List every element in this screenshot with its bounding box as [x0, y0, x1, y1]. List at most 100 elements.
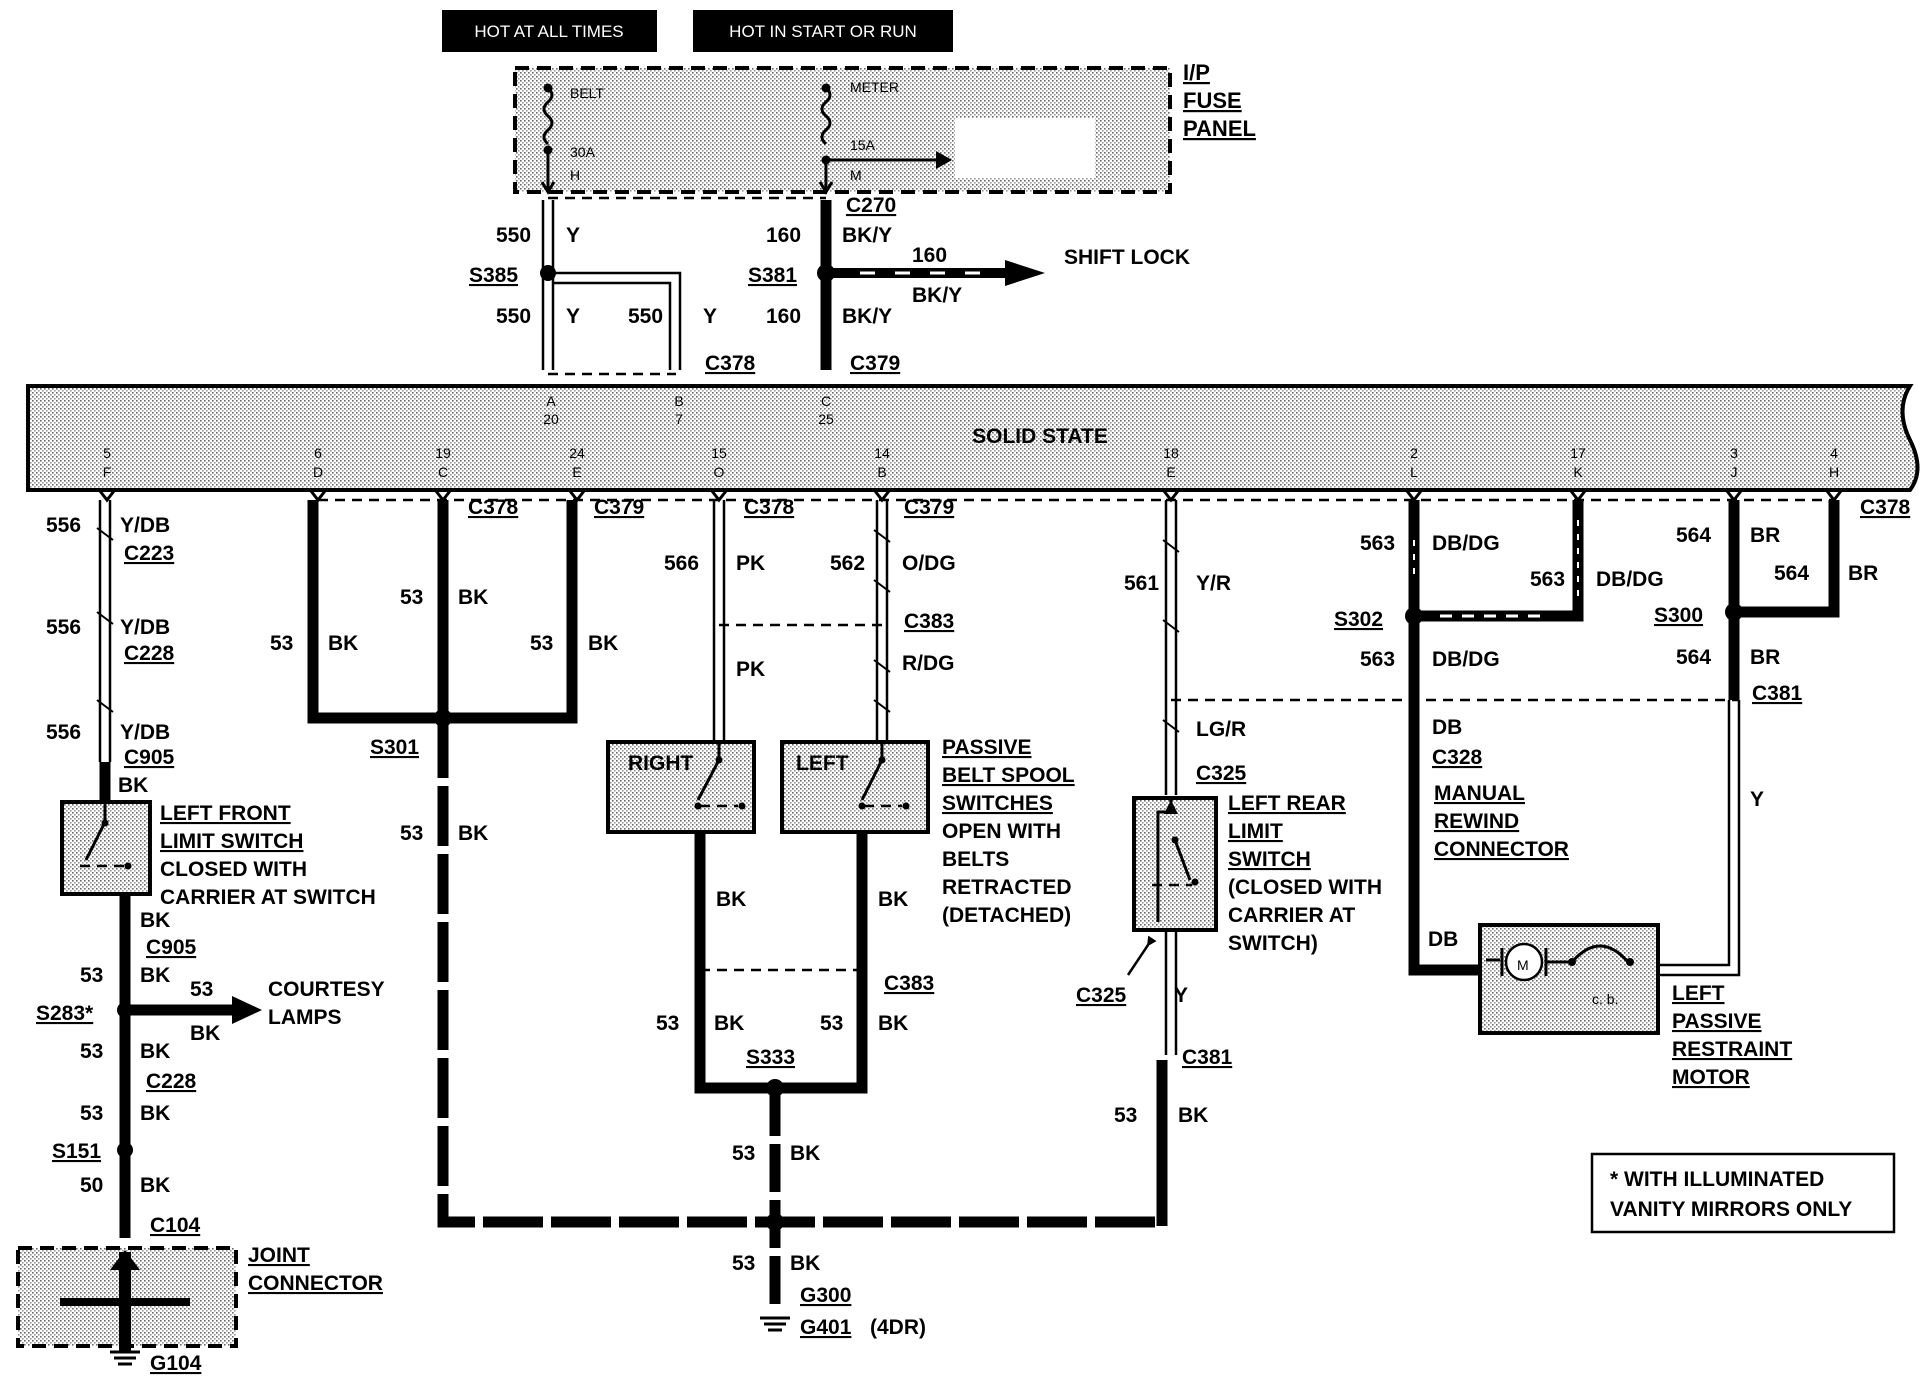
module-pin-num: 19: [435, 445, 451, 461]
left-front-switch-2: LIMIT SWITCH: [160, 830, 303, 853]
ground-g401-note: (4DR): [870, 1316, 926, 1339]
splice-s151: S151: [52, 1140, 101, 1163]
color-y-motor: Y: [1750, 788, 1764, 811]
left-rear-switch-4: (CLOSED WITH: [1228, 876, 1382, 899]
color-ydb-c: Y/DB: [120, 721, 170, 744]
courtesy-lamps-2: LAMPS: [268, 1006, 342, 1029]
left-rear-limit-switch: [1132, 796, 1218, 932]
note-line-2: VANITY MIRRORS ONLY: [1610, 1198, 1852, 1221]
motor-label-3: RESTRAINT: [1672, 1038, 1792, 1061]
connector-c378-b1: C378: [468, 496, 519, 519]
left-switch-label: LEFT: [796, 752, 849, 775]
connector-c379-top: C379: [850, 352, 900, 375]
circuit-160-shift: 160: [912, 244, 947, 267]
left-front-switch-3: CLOSED WITH: [160, 858, 307, 881]
connector-c379-b2: C379: [904, 496, 954, 519]
wire-550-y: [540, 200, 682, 370]
courtesy-lamps-1: COURTESY: [268, 978, 385, 1001]
splice-s381: S381: [748, 264, 797, 287]
module-pin-num: 4: [1830, 445, 1838, 461]
module-pin-num: 18: [1163, 445, 1179, 461]
circuit-566: 566: [664, 552, 699, 575]
fuse-panel-title-2: FUSE: [1183, 88, 1242, 113]
connector-c378-b2: C378: [744, 496, 795, 519]
color-ydb-b: Y/DB: [120, 616, 170, 639]
module-pin-stub: [1569, 490, 1587, 503]
connector-c228-b: C228: [146, 1070, 197, 1093]
circuit-550-b: 550: [496, 305, 531, 328]
circuit-53-g1: 53: [732, 1142, 755, 1165]
circuit-556-b: 556: [46, 616, 81, 639]
color-db-a: DB: [1432, 716, 1462, 739]
pin-b-num: 7: [675, 411, 683, 427]
module-pin-stub: [309, 490, 327, 503]
joint-connector-2: CONNECTOR: [248, 1272, 383, 1295]
color-pk-b: PK: [736, 658, 765, 681]
color-dbdg-a: DB/DG: [1432, 532, 1500, 555]
solid-state-module: SOLID STATE: [26, 384, 1920, 492]
color-y-c: Y: [703, 305, 717, 328]
left-passive-restraint-motor: M c. b.: [1478, 923, 1660, 1035]
circuit-563-b: 563: [1530, 568, 1565, 591]
header-hot-at-all-times: HOT AT ALL TIMES: [442, 10, 657, 52]
left-rear-switch-5: CARRIER AT: [1228, 904, 1355, 927]
circuit-53-c: 53: [530, 632, 553, 655]
color-br-c: BR: [1750, 646, 1780, 669]
color-bky-a: BK/Y: [842, 224, 892, 247]
belt-fuse-amp: 30A: [570, 144, 596, 160]
connector-c328: C328: [1432, 746, 1483, 769]
motor-label-2: PASSIVE: [1672, 1010, 1761, 1033]
splice-s333: S333: [746, 1046, 795, 1069]
circuit-50: 50: [80, 1174, 103, 1197]
wire-566-pk: [712, 500, 726, 745]
module-pin-letter: K: [1573, 464, 1583, 480]
spool-switches-1: PASSIVE: [942, 736, 1031, 759]
spool-switches-3: SWITCHES: [942, 792, 1053, 815]
module-pin-num: 17: [1570, 445, 1586, 461]
color-bk-lf3: BK: [140, 964, 170, 987]
color-pk-a: PK: [736, 552, 765, 575]
spool-switches-6: RETRACTED: [942, 876, 1072, 899]
circuit-53-g2: 53: [732, 1252, 755, 1275]
wire-160-bky: [817, 200, 1045, 370]
right-spool-switch: RIGHT: [606, 740, 756, 834]
module-pin-num: 2: [1410, 445, 1418, 461]
circuit-53-a: 53: [400, 586, 423, 609]
meter-fuse-amp: 15A: [850, 137, 876, 153]
module-pin-stub: [873, 490, 891, 503]
ground-g401: G401: [800, 1316, 852, 1339]
splice-s302: S302: [1334, 608, 1383, 631]
connector-c270: C270: [846, 194, 896, 217]
module-pin-num: 5: [103, 445, 111, 461]
circuit-550-a: 550: [496, 224, 531, 247]
module-pin-letter: F: [103, 464, 112, 480]
color-y-b: Y: [566, 305, 580, 328]
wire-562-odg: [873, 500, 891, 745]
connector-c381-a: C381: [1182, 1046, 1233, 1069]
connector-c325-b: C325: [1076, 984, 1127, 1007]
module-pin-num: 24: [569, 445, 585, 461]
fuse-panel-title-3: PANEL: [1183, 116, 1256, 141]
left-spool-switch: LEFT: [780, 740, 930, 834]
left-rear-switch-3: SWITCH: [1228, 848, 1311, 871]
connector-c379-b1: C379: [594, 496, 644, 519]
wire-564-br: [1660, 500, 1840, 977]
shift-lock-label: SHIFT LOCK: [1064, 246, 1190, 269]
wire-561-yr: [1162, 500, 1180, 795]
color-db-b: DB: [1428, 928, 1458, 951]
color-ydb-a: Y/DB: [120, 514, 170, 537]
color-br-a: BR: [1750, 524, 1780, 547]
header-hot-at-all-times-text: HOT AT ALL TIMES: [474, 22, 623, 41]
manual-rewind-1: MANUAL: [1434, 782, 1525, 805]
color-br-b: BR: [1848, 562, 1878, 585]
color-y-a: Y: [566, 224, 580, 247]
circuit-53-lf2: 53: [80, 1040, 103, 1063]
circuit-550-c: 550: [628, 305, 663, 328]
module-pin-letter: L: [1410, 464, 1418, 480]
ip-fuse-panel: BELT 30A H METER 15A M I/P FUSE PANEL: [513, 60, 1256, 195]
color-bk-spool-l: BK: [878, 888, 908, 911]
color-bk-a: BK: [458, 586, 488, 609]
color-bk-lf4: BK: [140, 1040, 170, 1063]
spool-switches-4: OPEN WITH: [942, 820, 1061, 843]
